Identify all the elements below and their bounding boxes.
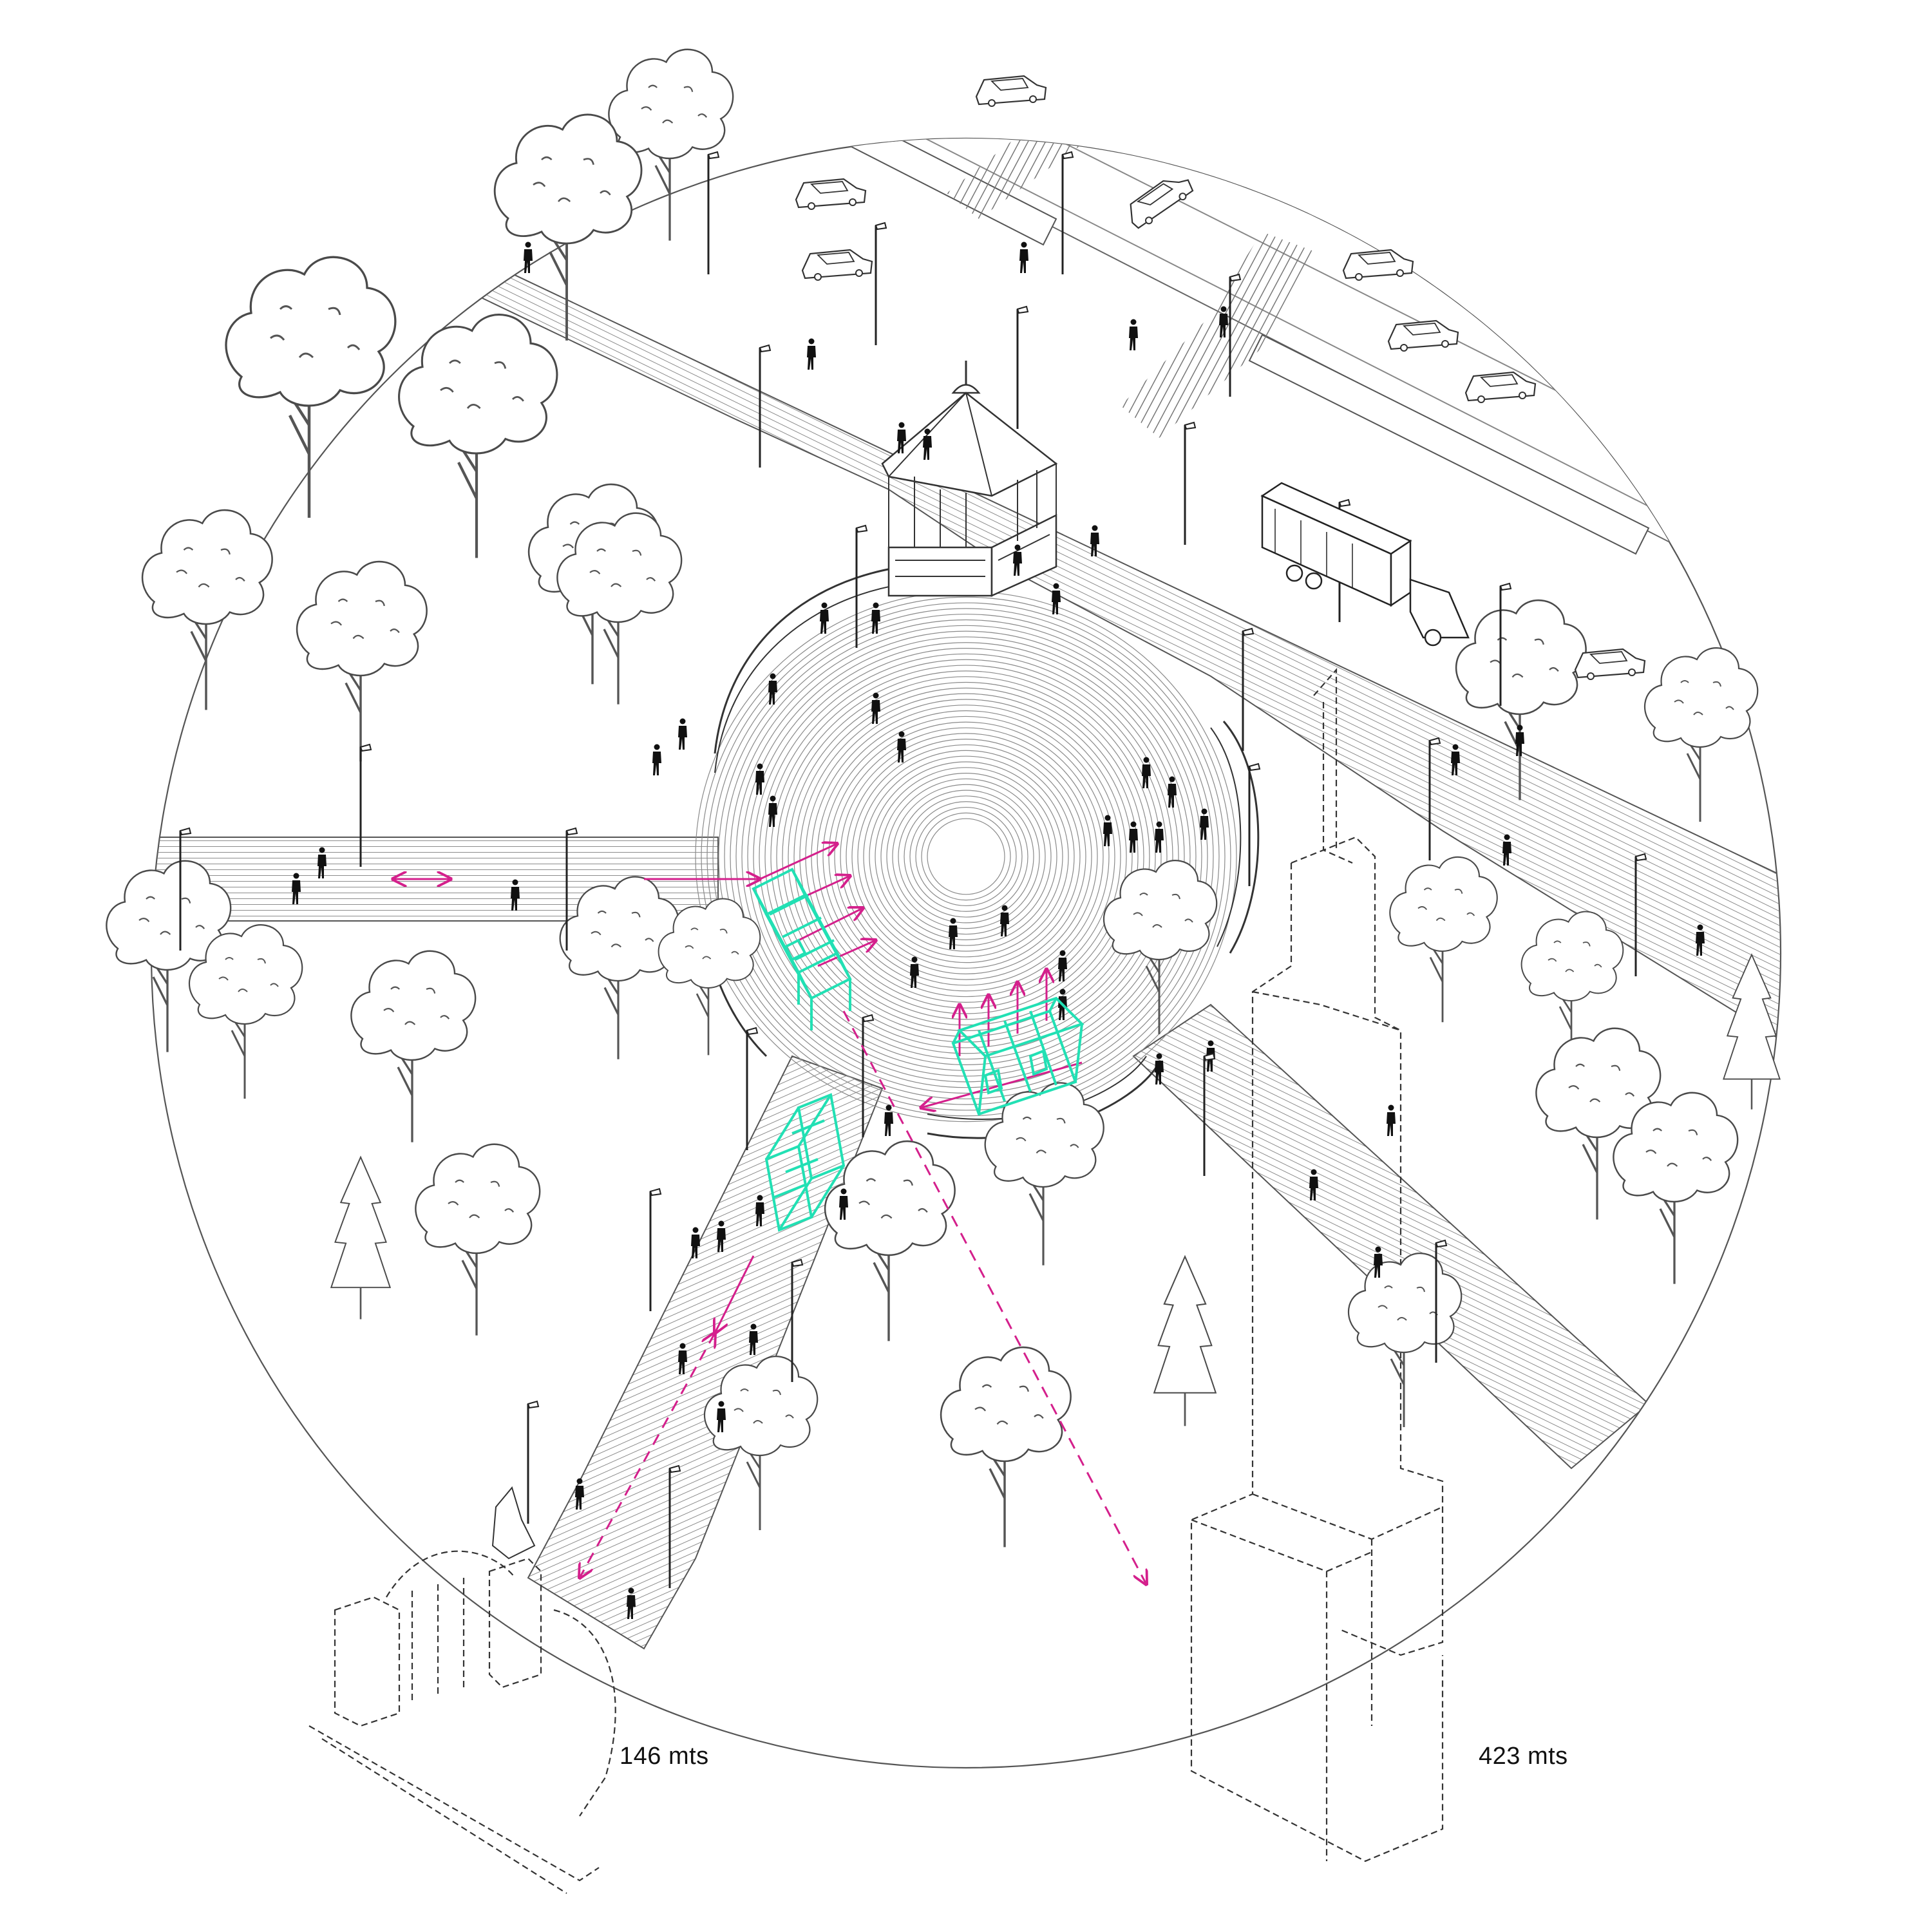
car-icon	[975, 75, 1047, 108]
distance-label-obelisk: 423 mts	[1479, 1743, 1568, 1770]
module-south	[951, 996, 1084, 1116]
central-plaza	[695, 591, 1237, 1122]
avenue	[739, 138, 1781, 677]
pavilion-modules	[752, 867, 1084, 1232]
module-west	[752, 867, 852, 1030]
monument-obelisk	[1190, 668, 1444, 1862]
car-icon	[1342, 249, 1414, 281]
module-southwest	[764, 1093, 846, 1232]
truck-icon	[1260, 482, 1470, 647]
monument-gate	[308, 1550, 616, 1894]
gate-statue-icon	[491, 1486, 536, 1560]
walkway-upper	[437, 243, 1781, 1135]
distance-label-gate: 146 mts	[620, 1743, 709, 1770]
kiosk	[881, 361, 1058, 597]
